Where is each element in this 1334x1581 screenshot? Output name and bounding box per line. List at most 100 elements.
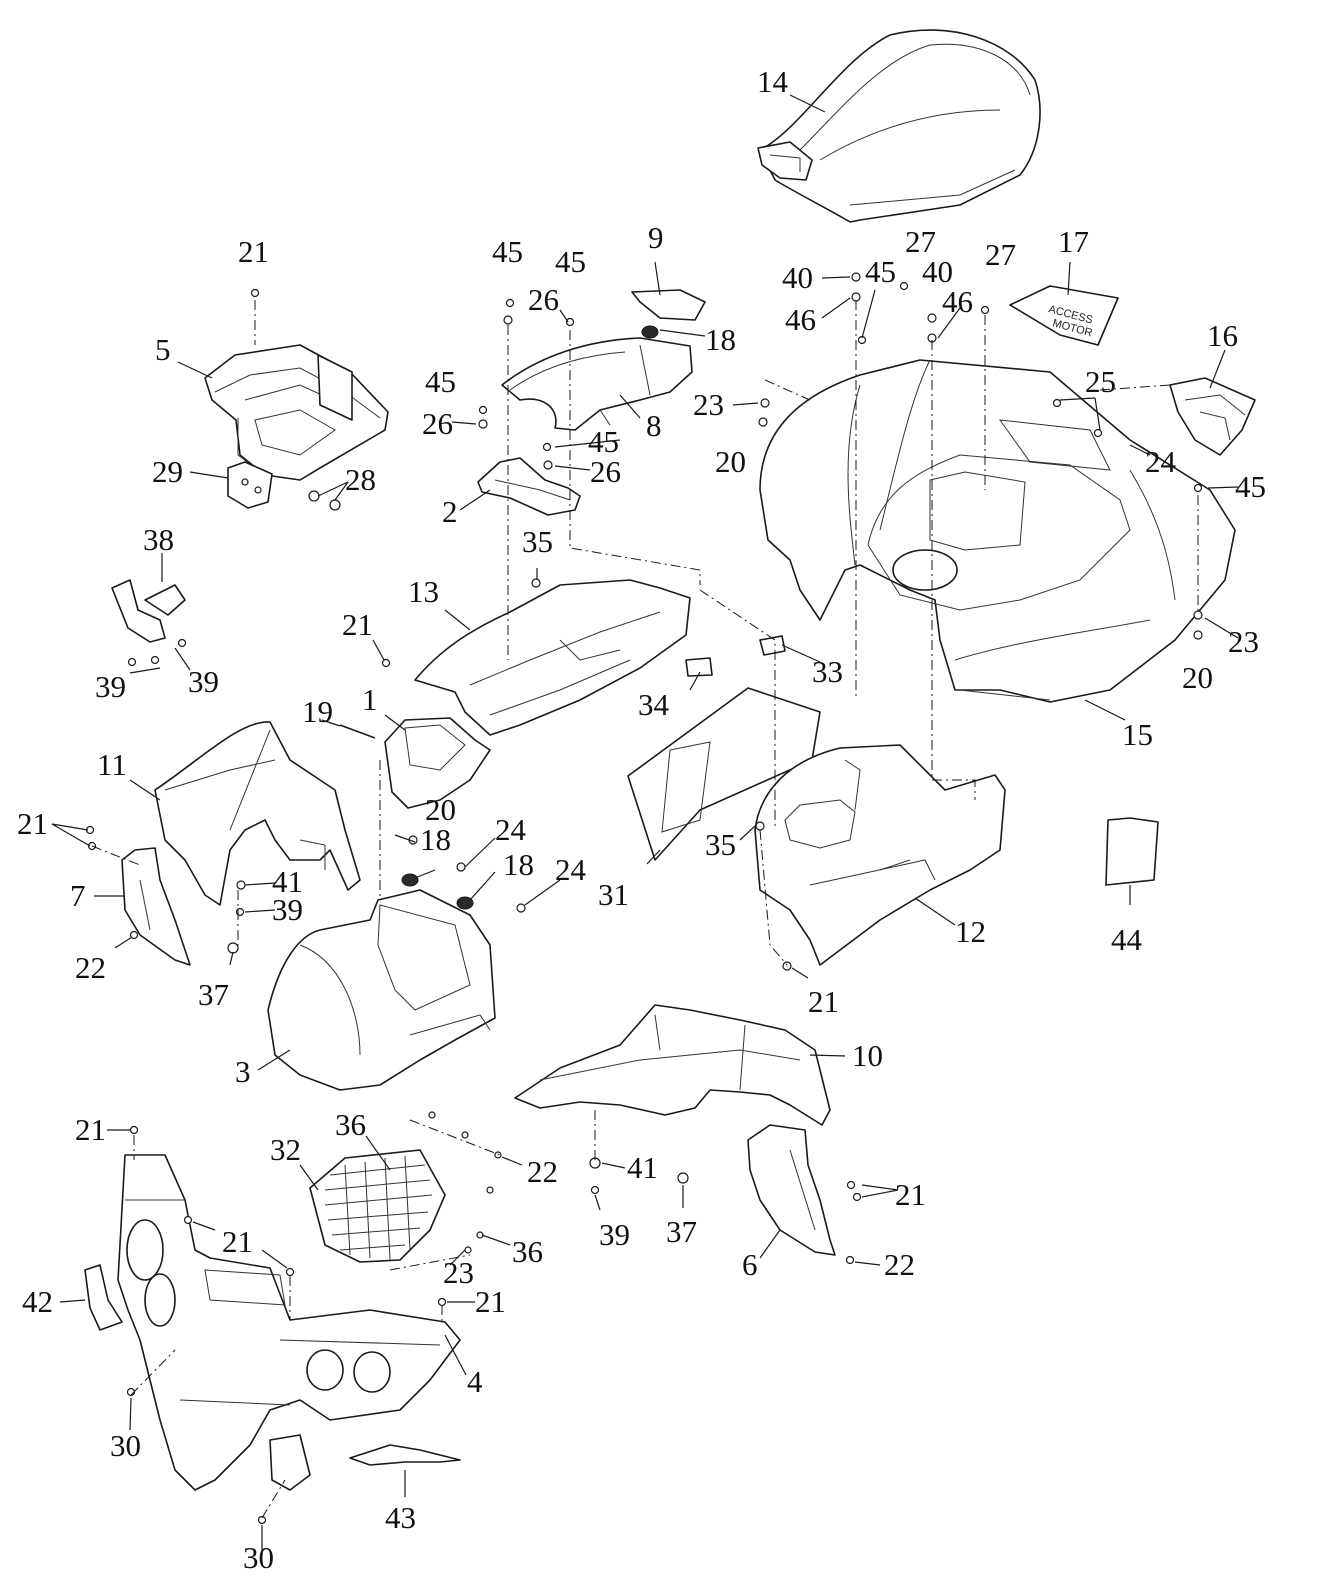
callout-25: 25 bbox=[1085, 364, 1116, 399]
callout-22: 22 bbox=[884, 1247, 915, 1282]
callout-42: 42 bbox=[22, 1284, 53, 1319]
callout-18: 18 bbox=[503, 847, 534, 882]
callout-20: 20 bbox=[715, 444, 746, 479]
callout-22: 22 bbox=[527, 1154, 558, 1189]
callout-27: 27 bbox=[905, 224, 936, 259]
callout-labels: 14 21 5 29 28 45 45 26 9 18 8 45 26 45 2… bbox=[17, 64, 1266, 1575]
callout-33: 33 bbox=[812, 654, 843, 689]
callout-21: 21 bbox=[75, 1112, 106, 1147]
part-29-bracket bbox=[227, 461, 273, 509]
callout-45: 45 bbox=[865, 254, 896, 289]
part-28-nuts bbox=[308, 490, 341, 511]
part-13-side-panel bbox=[414, 579, 691, 736]
callout-14: 14 bbox=[757, 64, 789, 99]
callout-21: 21 bbox=[17, 806, 48, 841]
callout-30: 30 bbox=[110, 1428, 141, 1463]
callout-38: 38 bbox=[143, 522, 174, 557]
callout-21: 21 bbox=[895, 1177, 926, 1212]
callout-21: 21 bbox=[238, 234, 269, 269]
part-12-side-panel bbox=[754, 744, 1006, 966]
part-6-mud-guard bbox=[747, 1124, 836, 1256]
callout-40: 40 bbox=[922, 254, 953, 289]
part-7-side-guard bbox=[121, 847, 191, 966]
callout-16: 16 bbox=[1207, 318, 1238, 353]
callout-23: 23 bbox=[443, 1255, 474, 1290]
callout-37: 37 bbox=[198, 977, 229, 1012]
callout-30: 30 bbox=[243, 1540, 274, 1575]
callout-46: 46 bbox=[942, 284, 973, 319]
callout-26: 26 bbox=[528, 282, 559, 317]
callout-10: 10 bbox=[852, 1038, 883, 1073]
callout-29: 29 bbox=[152, 454, 183, 489]
part-8-top-panel bbox=[501, 337, 693, 431]
callout-36: 36 bbox=[335, 1107, 366, 1142]
part-11-front-left-panel bbox=[154, 721, 361, 906]
callout-19: 19 bbox=[302, 694, 333, 729]
assembly-lines bbox=[91, 300, 1199, 1519]
callout-28: 28 bbox=[345, 462, 376, 497]
callout-20: 20 bbox=[425, 792, 456, 827]
callout-45: 45 bbox=[425, 364, 456, 399]
callout-18: 18 bbox=[705, 322, 736, 357]
part-38-bracket bbox=[111, 579, 186, 643]
callout-46: 46 bbox=[785, 302, 816, 337]
callout-1: 1 bbox=[362, 682, 378, 717]
part-14-seat bbox=[757, 29, 1041, 223]
callout-15: 15 bbox=[1122, 717, 1153, 752]
callout-5: 5 bbox=[155, 332, 171, 367]
callout-40: 40 bbox=[782, 260, 813, 295]
callout-20: 20 bbox=[1182, 660, 1213, 695]
callout-45: 45 bbox=[492, 234, 523, 269]
callout-24: 24 bbox=[1145, 444, 1177, 479]
part-3-front-hood bbox=[267, 889, 496, 1091]
callout-2: 2 bbox=[442, 494, 458, 529]
callout-17: 17 bbox=[1058, 224, 1089, 259]
part-42-decal bbox=[84, 1264, 123, 1331]
part-18-grommet-a bbox=[641, 325, 659, 339]
callout-12: 12 bbox=[955, 914, 986, 949]
callout-39: 39 bbox=[272, 892, 303, 927]
callout-36: 36 bbox=[512, 1234, 543, 1269]
part-4-front-bumper bbox=[117, 1154, 461, 1491]
part-44-plate bbox=[1105, 817, 1159, 886]
callout-34: 34 bbox=[638, 687, 670, 722]
callout-21: 21 bbox=[808, 984, 839, 1019]
part-1-air-duct bbox=[384, 717, 491, 809]
callout-8: 8 bbox=[646, 408, 662, 443]
part-15-rear-fender bbox=[759, 359, 1236, 703]
callout-21: 21 bbox=[475, 1284, 506, 1319]
part-34-sticker bbox=[685, 657, 713, 677]
callout-21: 21 bbox=[342, 607, 373, 642]
callout-4: 4 bbox=[467, 1364, 483, 1399]
leader-lines bbox=[51, 94, 1239, 1550]
callout-21: 21 bbox=[222, 1224, 253, 1259]
callout-13: 13 bbox=[408, 574, 439, 609]
callout-27: 27 bbox=[985, 237, 1016, 272]
callout-31: 31 bbox=[598, 877, 629, 912]
callout-45: 45 bbox=[555, 244, 586, 279]
callout-35: 35 bbox=[705, 827, 736, 862]
callout-23: 23 bbox=[693, 387, 724, 422]
callout-22: 22 bbox=[75, 950, 106, 985]
callout-23: 23 bbox=[1228, 624, 1259, 659]
callout-35: 35 bbox=[522, 524, 553, 559]
callout-37: 37 bbox=[666, 1214, 697, 1249]
callout-32: 32 bbox=[270, 1132, 301, 1167]
callout-43: 43 bbox=[385, 1500, 416, 1535]
callout-9: 9 bbox=[648, 220, 664, 255]
callout-6: 6 bbox=[742, 1247, 758, 1282]
part-2-bracket bbox=[477, 457, 581, 516]
callout-11: 11 bbox=[97, 747, 127, 782]
callout-39: 39 bbox=[95, 669, 126, 704]
callout-3: 3 bbox=[235, 1054, 251, 1089]
part-33-sticker bbox=[759, 635, 786, 656]
callout-24: 24 bbox=[495, 812, 527, 847]
callout-18: 18 bbox=[420, 822, 451, 857]
fasteners bbox=[85, 272, 1203, 1525]
part-32-grille bbox=[309, 1149, 446, 1263]
part-10-front-fender bbox=[514, 1004, 831, 1126]
part-17-decal: ACCESS MOTOR bbox=[1009, 285, 1119, 346]
part-43-decal bbox=[349, 1444, 461, 1466]
part-5-storage-box bbox=[204, 344, 389, 481]
